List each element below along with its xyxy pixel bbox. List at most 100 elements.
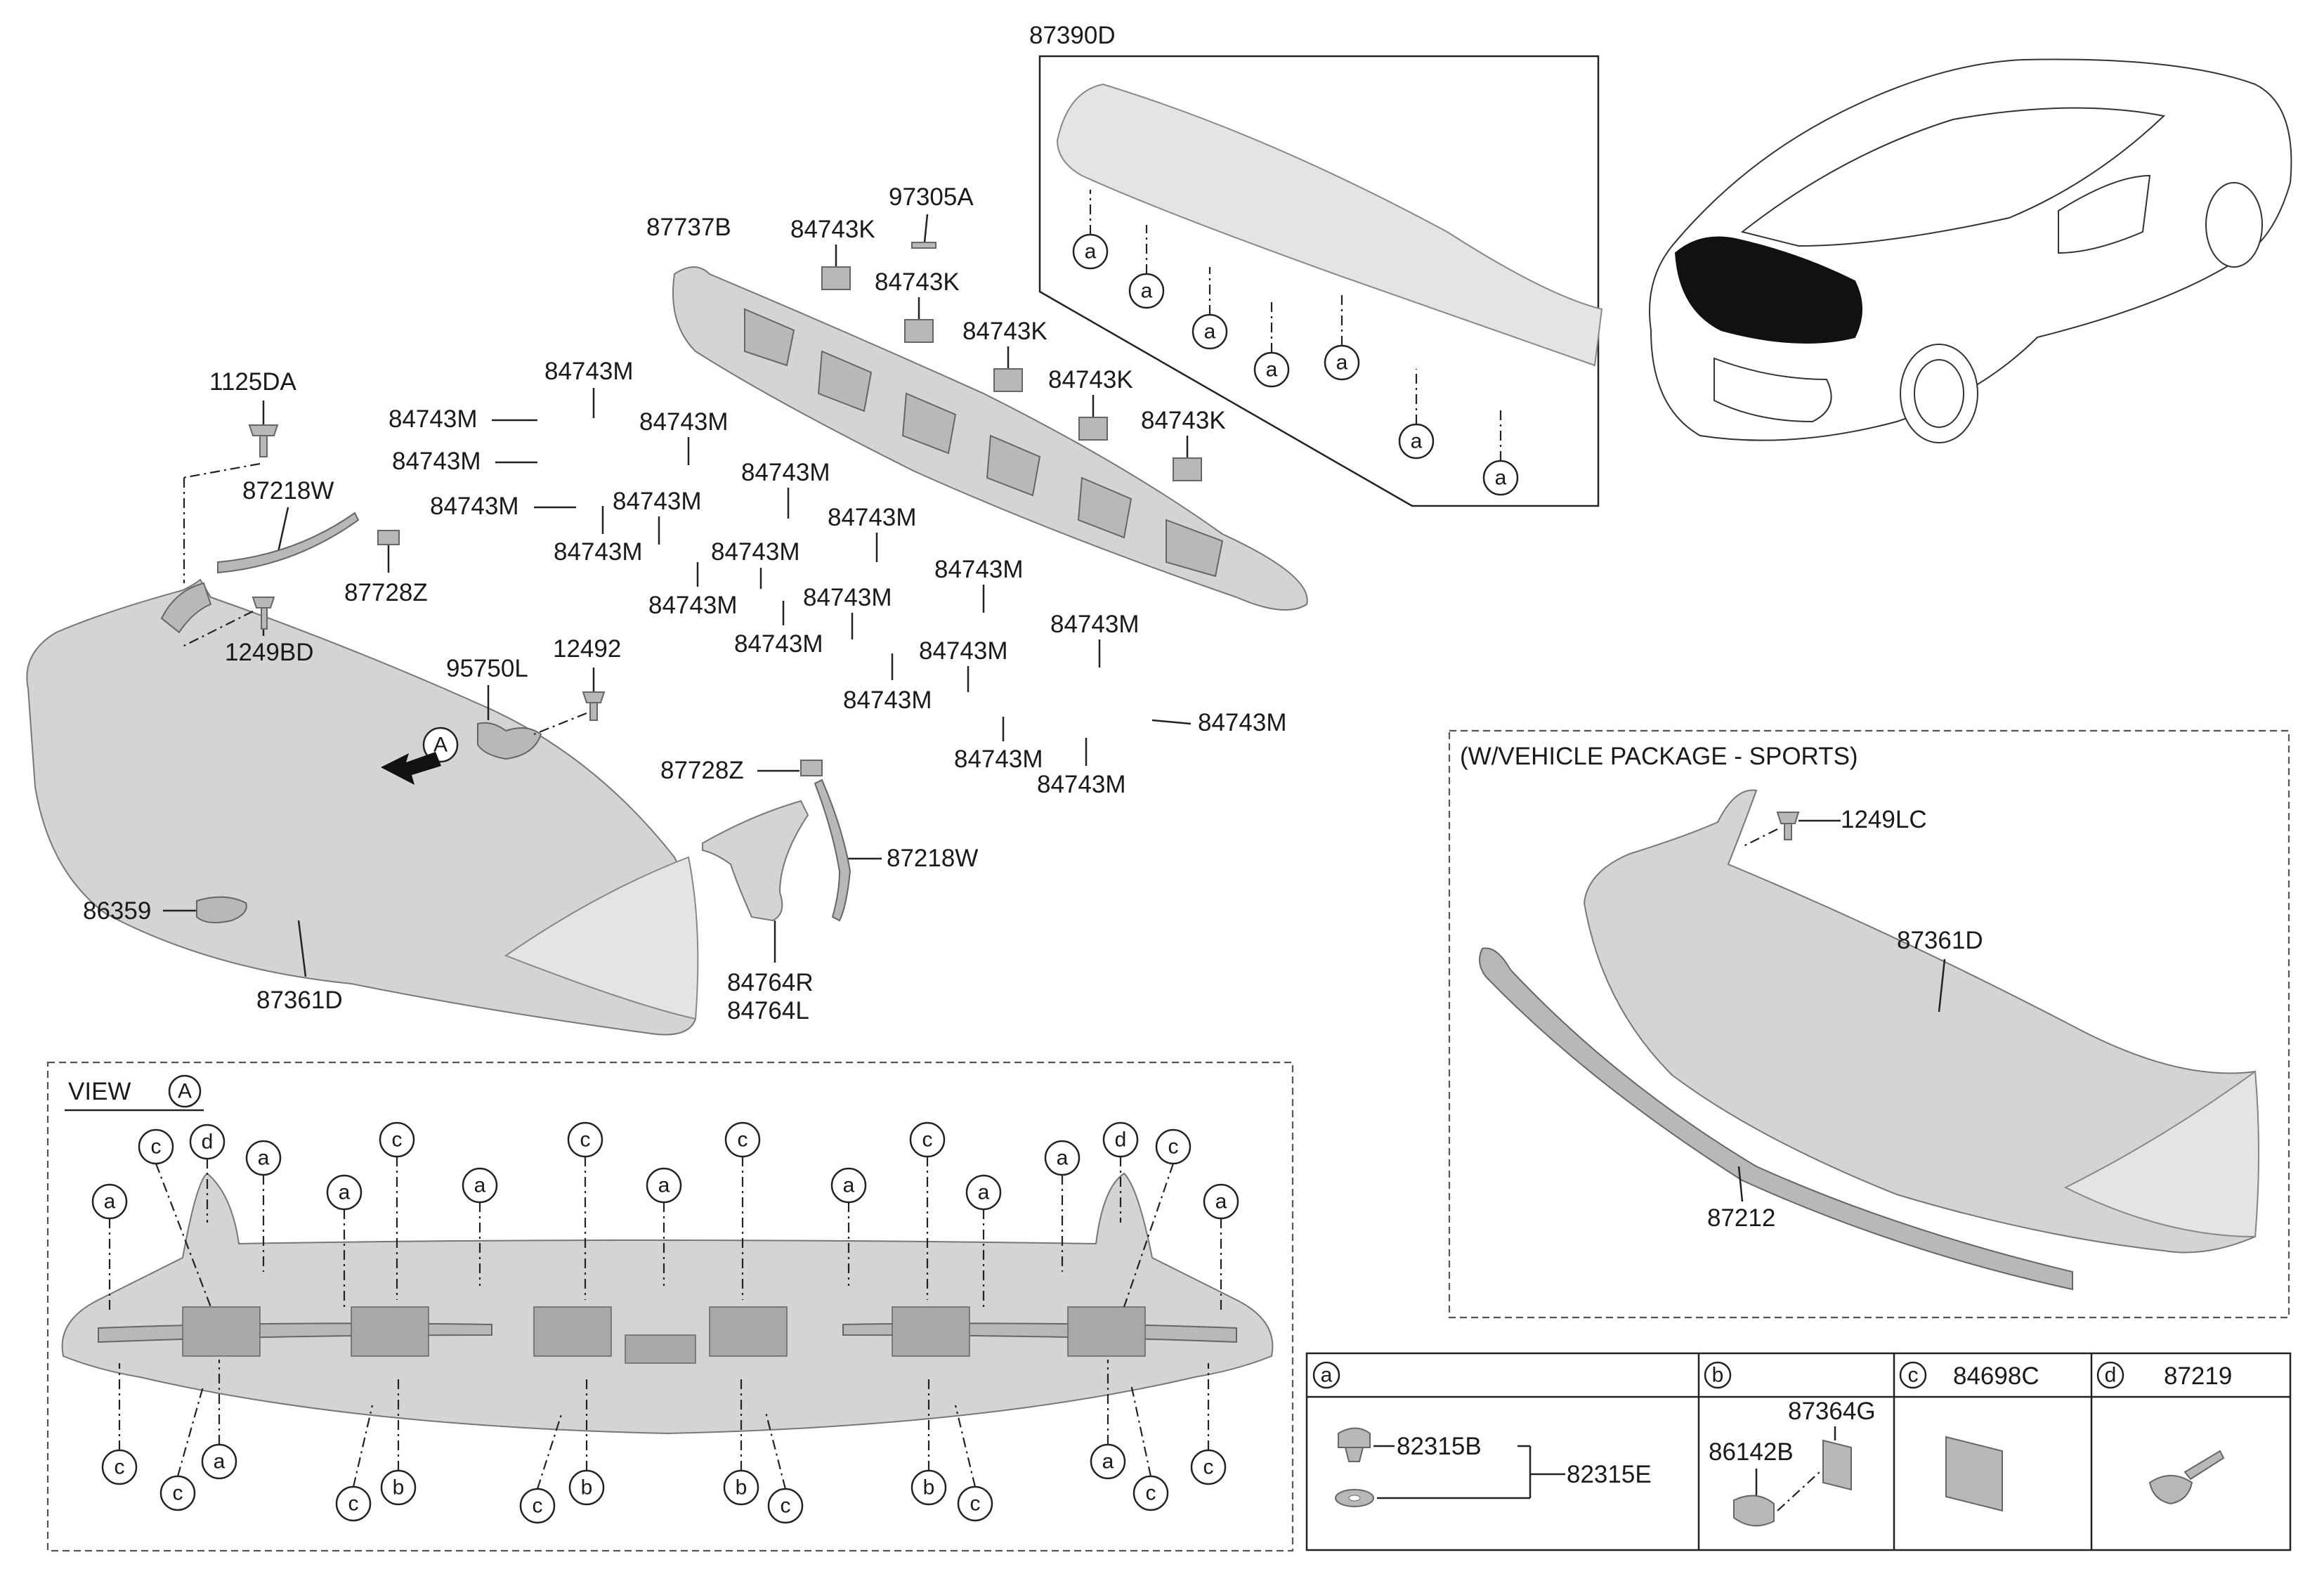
- label-84743k-2: 84743K: [875, 268, 960, 296]
- spoiler-87390d[interactable]: [1056, 83, 1603, 367]
- legend-part-84698c: 84698C: [1953, 1362, 2039, 1390]
- label-84743m-19: 84743M: [954, 746, 1043, 773]
- callouts-87390d: a a a a a a a: [1072, 190, 1519, 496]
- legend-part-86142b: 86142B: [1709, 1438, 1794, 1466]
- svg-text:a: a: [1336, 351, 1348, 375]
- group-side-brackets: 87728Z 87218W 84764R 84764L: [660, 757, 978, 1024]
- svg-text:c: c: [173, 1482, 183, 1505]
- label-84743m-13: 84743M: [734, 630, 823, 658]
- clip-87219[interactable]: [2148, 1450, 2225, 1505]
- label-84743m-15: 84743M: [919, 637, 1007, 665]
- group-87390d-frame: [1038, 55, 1600, 507]
- spoiler-underside: [61, 1172, 1274, 1435]
- view-title: VIEW: [68, 1078, 131, 1105]
- label-84743m-2: 84743M: [389, 405, 477, 433]
- pad-84743k-5[interactable]: [1173, 457, 1202, 481]
- legend-key-a: a: [1321, 1364, 1333, 1387]
- svg-text:a: a: [214, 1450, 226, 1473]
- pads-84743k: 84743K 84743K 84743K 84743K 84743K: [790, 216, 1226, 481]
- label-87218w-a: 87218W: [242, 477, 334, 505]
- legend-part-82315b: 82315B: [1397, 1433, 1482, 1460]
- view-a-panel: VIEW A: [46, 1061, 1294, 1552]
- label-87728z-b: 87728Z: [660, 757, 744, 784]
- label-84743m-1: 84743M: [544, 358, 633, 385]
- pad-84743k-4[interactable]: [1078, 417, 1108, 441]
- group-87737b: 87737B 97305A: [646, 183, 1308, 611]
- label-84743m-4: 84743M: [639, 408, 728, 436]
- view-arrow-icon: [381, 752, 441, 785]
- pad-84743k-2[interactable]: [904, 319, 934, 343]
- label-87361d-b: 87361D: [1897, 927, 1983, 954]
- svg-text:a: a: [658, 1174, 670, 1197]
- label-87737b: 87737B: [646, 214, 731, 241]
- legend-key-c: c: [1908, 1364, 1919, 1387]
- car-illustration: [1649, 58, 2292, 443]
- legend-part-87364g: 87364G: [1788, 1398, 1876, 1425]
- label-84743m-7: 84743M: [554, 538, 642, 566]
- label-84743k-4: 84743K: [1048, 366, 1133, 393]
- svg-text:a: a: [1495, 467, 1507, 490]
- group-87390d: 87390D: [1029, 22, 1603, 507]
- view-a-callouts: a c d a a c a c a c a c a a d c a c c a …: [91, 1121, 1239, 1524]
- svg-text:a: a: [1266, 358, 1278, 382]
- label-84764r: 84764R: [727, 969, 814, 996]
- svg-text:b: b: [393, 1476, 405, 1499]
- pad-84698c[interactable]: [1945, 1436, 2003, 1512]
- label-84743m-11: 84743M: [648, 592, 737, 619]
- legend-key-d: d: [2105, 1364, 2117, 1387]
- svg-text:c: c: [781, 1495, 791, 1518]
- label-87390d: 87390D: [1029, 22, 1116, 49]
- lip-87212[interactable]: [1479, 947, 2073, 1291]
- label-84743m-5: 84743M: [430, 493, 518, 520]
- label-1125da: 1125DA: [209, 368, 297, 396]
- legend-part-87219: 87219: [2164, 1362, 2232, 1390]
- label-87212: 87212: [1707, 1204, 1775, 1232]
- svg-text:c: c: [115, 1456, 125, 1479]
- label-84743m-6: 84743M: [613, 488, 701, 515]
- label-84743k-5: 84743K: [1141, 407, 1226, 434]
- svg-text:a: a: [1085, 240, 1097, 263]
- label-87218w-b: 87218W: [887, 845, 978, 872]
- sports-package-panel: (W/VEHICLE PACKAGE - SPORTS) 1249LC 8736…: [1448, 729, 2290, 1319]
- pad-84743k-3[interactable]: [993, 368, 1023, 392]
- label-84743m-14: 84743M: [934, 556, 1023, 583]
- label-87728z-a: 87728Z: [344, 579, 428, 606]
- svg-text:c: c: [348, 1492, 359, 1516]
- label-84764l: 84764L: [727, 997, 809, 1024]
- svg-text:c: c: [392, 1128, 403, 1152]
- label-95750l: 95750L: [446, 655, 528, 682]
- label-84743m-9: 84743M: [711, 538, 799, 566]
- legend-table: a b c 84698C d 87219 82315B 82315E 87364…: [1305, 1352, 2292, 1551]
- svg-text:c: c: [970, 1492, 981, 1516]
- svg-text:a: a: [474, 1174, 486, 1197]
- svg-text:d: d: [1115, 1128, 1127, 1152]
- label-1249bd: 1249BD: [225, 639, 313, 666]
- svg-text:a: a: [1141, 280, 1153, 303]
- bracket-84764r[interactable]: [702, 800, 809, 922]
- underside-ribs: [182, 1306, 1146, 1364]
- svg-text:c: c: [922, 1128, 933, 1152]
- pad-84743k-1[interactable]: [821, 266, 851, 290]
- svg-text:a: a: [1411, 430, 1423, 453]
- label-84743m-3: 84743M: [392, 448, 481, 475]
- svg-text:a: a: [843, 1174, 855, 1197]
- label-87361d-a: 87361D: [256, 987, 343, 1014]
- label-84743k-1: 84743K: [790, 216, 875, 243]
- label-12492: 12492: [553, 635, 621, 663]
- label-84743m-8: 84743M: [741, 459, 830, 486]
- label-84743k-3: 84743K: [962, 318, 1047, 345]
- group-87361d-main: 1125DA 87218W 87728Z 1249BD 95750L 12492…: [26, 368, 699, 1036]
- label-84743m-20: 84743M: [1037, 771, 1125, 798]
- svg-text:a: a: [1204, 320, 1216, 344]
- svg-text:b: b: [736, 1476, 748, 1499]
- svg-text:c: c: [533, 1495, 543, 1518]
- svg-text:a: a: [1215, 1190, 1227, 1213]
- svg-text:c: c: [580, 1128, 591, 1152]
- label-84743m-10: 84743M: [828, 504, 916, 531]
- legend-key-b: b: [1712, 1364, 1724, 1387]
- svg-text:a: a: [104, 1190, 116, 1213]
- label-84743m-16: 84743M: [1050, 611, 1139, 638]
- view-circle: A: [178, 1080, 192, 1103]
- svg-text:a: a: [1057, 1147, 1069, 1170]
